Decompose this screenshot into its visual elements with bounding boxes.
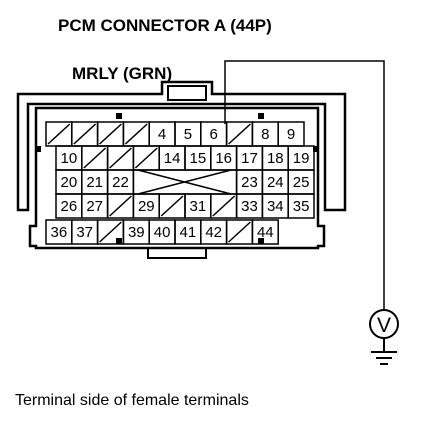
terminal-label: 41: [180, 224, 197, 241]
connector-bottom-tab: [147, 247, 207, 259]
unused-cavity-cross: [137, 169, 232, 195]
terminal-label: 4: [158, 126, 166, 143]
unused-terminal-slash: [99, 221, 122, 243]
unused-terminal-slash: [124, 123, 148, 145]
terminal-cell: [251, 219, 279, 245]
terminal-label: 10: [61, 150, 78, 167]
terminal-label: 37: [76, 224, 93, 241]
terminal-label: 14: [164, 150, 181, 167]
terminal-label: 31: [190, 198, 207, 215]
terminal-label: 29: [138, 198, 155, 215]
locator-mark: [116, 238, 122, 244]
unused-cavity-block: [132, 169, 238, 195]
terminal-label: 8: [261, 126, 269, 143]
terminal-label: 33: [241, 198, 258, 215]
unused-terminal-slash: [47, 123, 71, 145]
terminal-label: 36: [51, 224, 68, 241]
terminal-label: 35: [293, 198, 310, 215]
locator-mark: [116, 113, 122, 119]
terminal-grid: 4 5 6 8 9 10 14 15 16 17 18 19 20 21 22 23 24 25 26 27 29 31 3…: [45, 121, 315, 245]
voltmeter-symbol: V: [377, 314, 391, 337]
connector-top-latch: [167, 85, 207, 101]
caption: Terminal side of female terminals: [15, 392, 249, 409]
diagram-title: PCM CONNECTOR A (44P): [58, 16, 272, 35]
connector-body: [28, 106, 326, 250]
locator-mark: [313, 146, 318, 152]
unused-terminal-slash: [73, 123, 97, 145]
terminal-label: 42: [205, 224, 222, 241]
ground-icon: [371, 338, 397, 365]
terminal-label: 21: [86, 174, 103, 191]
terminal-label: 19: [293, 150, 310, 167]
terminal-label: 24: [267, 174, 284, 191]
terminal-label: 44: [257, 224, 274, 241]
unused-terminal-slash: [160, 195, 184, 217]
terminal-label: 15: [190, 150, 207, 167]
terminal-label: 20: [61, 174, 78, 191]
terminal-label: 39: [128, 224, 145, 241]
terminal-label: 18: [267, 150, 284, 167]
voltmeter-icon: V: [369, 309, 399, 339]
unused-terminal-slash: [212, 195, 236, 217]
terminal-label: 22: [112, 174, 129, 191]
terminal-label: 17: [241, 150, 258, 167]
unused-terminal-slash: [109, 195, 132, 217]
terminal-cell: [287, 193, 315, 219]
terminal-label: 16: [215, 150, 232, 167]
terminal-label: 27: [86, 198, 103, 215]
terminal-label: 34: [267, 198, 284, 215]
unused-terminal-slash: [134, 147, 158, 169]
terminal-label: 6: [210, 126, 218, 143]
locator-mark: [36, 146, 41, 152]
terminal-label: 40: [154, 224, 171, 241]
locator-mark: [258, 113, 264, 119]
terminal-label: 26: [61, 198, 78, 215]
unused-terminal-slash: [109, 147, 132, 169]
locator-mark: [258, 238, 264, 244]
unused-terminal-slash: [228, 221, 251, 243]
test-lead-wire: [224, 60, 385, 310]
unused-terminal-slash: [99, 123, 122, 145]
terminal-label: 5: [184, 126, 192, 143]
terminal-label: 25: [293, 174, 310, 191]
terminal-label: 23: [241, 174, 258, 191]
terminal-label: 9: [287, 126, 295, 143]
wire-label: MRLY (GRN): [72, 64, 172, 83]
unused-terminal-slash: [83, 147, 107, 169]
connector-housing: [16, 80, 347, 212]
unused-terminal-slash: [228, 123, 251, 145]
